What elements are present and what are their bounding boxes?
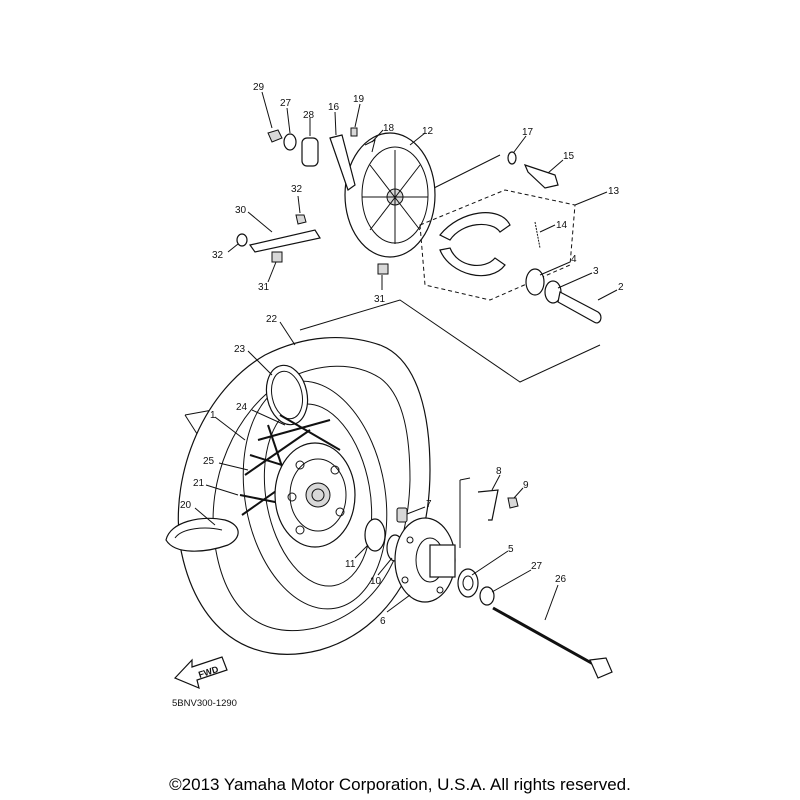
- callout-23: 23: [234, 344, 246, 355]
- clutch-hub: [394, 517, 456, 603]
- callout-16: 16: [328, 102, 340, 113]
- inner-tube: [265, 364, 309, 426]
- seals-spacer: [525, 268, 602, 324]
- callout-31-right: 31: [374, 294, 386, 305]
- callout-20: 20: [180, 500, 192, 511]
- brake-arm: [329, 127, 376, 191]
- callout-9: 9: [523, 480, 529, 491]
- callout-18: 18: [383, 123, 395, 134]
- callout-26: 26: [555, 574, 567, 585]
- callout-22: 22: [266, 314, 278, 325]
- callout-32-left: 32: [212, 250, 224, 261]
- callout-8: 8: [496, 466, 502, 477]
- callout-12: 12: [422, 126, 434, 137]
- callout-19: 19: [353, 94, 365, 105]
- callout-10: 10: [370, 576, 382, 587]
- diagram-code: 5BNV300-1290: [172, 698, 237, 709]
- callouts: 1 2 3 4 5 6 7 8 9 10 11 12 13: [180, 82, 624, 627]
- rim-band: [165, 517, 239, 552]
- brake-shoe-plate: [344, 132, 436, 258]
- axle-parts: [457, 568, 613, 679]
- nut-washer-collar: [267, 129, 319, 167]
- callout-7: 7: [426, 499, 432, 510]
- callout-27-lower: 27: [531, 561, 543, 572]
- copyright-notice: ©2013 Yamaha Motor Corporation, U.S.A. A…: [169, 775, 631, 794]
- callout-28: 28: [303, 110, 315, 121]
- callout-31-left: 31: [258, 282, 270, 293]
- callout-11: 11: [345, 559, 356, 570]
- callout-3: 3: [593, 266, 599, 277]
- callout-15: 15: [563, 151, 575, 162]
- brake-shoe-kit: [419, 189, 576, 301]
- callout-14: 14: [556, 220, 568, 231]
- callout-13: 13: [608, 186, 620, 197]
- fwd-arrow-icon: FWD: [173, 656, 228, 690]
- callout-2: 2: [618, 282, 624, 293]
- bracket-nut: [477, 489, 519, 521]
- camshaft: [507, 151, 559, 189]
- callout-32-upper: 32: [291, 184, 303, 195]
- callout-17: 17: [522, 127, 534, 138]
- torque-rod: [236, 214, 389, 275]
- wheel-hub: [239, 414, 356, 548]
- callout-24: 24: [236, 402, 248, 413]
- callout-25: 25: [203, 456, 215, 467]
- callout-1: 1: [210, 410, 216, 421]
- callout-21: 21: [193, 478, 205, 489]
- callout-27-upper: 27: [280, 98, 292, 109]
- valve-bolt: [396, 507, 408, 523]
- callout-6: 6: [380, 616, 386, 627]
- callout-30: 30: [235, 205, 247, 216]
- callout-5: 5: [508, 544, 514, 555]
- callout-4: 4: [571, 254, 577, 265]
- callout-29: 29: [253, 82, 265, 93]
